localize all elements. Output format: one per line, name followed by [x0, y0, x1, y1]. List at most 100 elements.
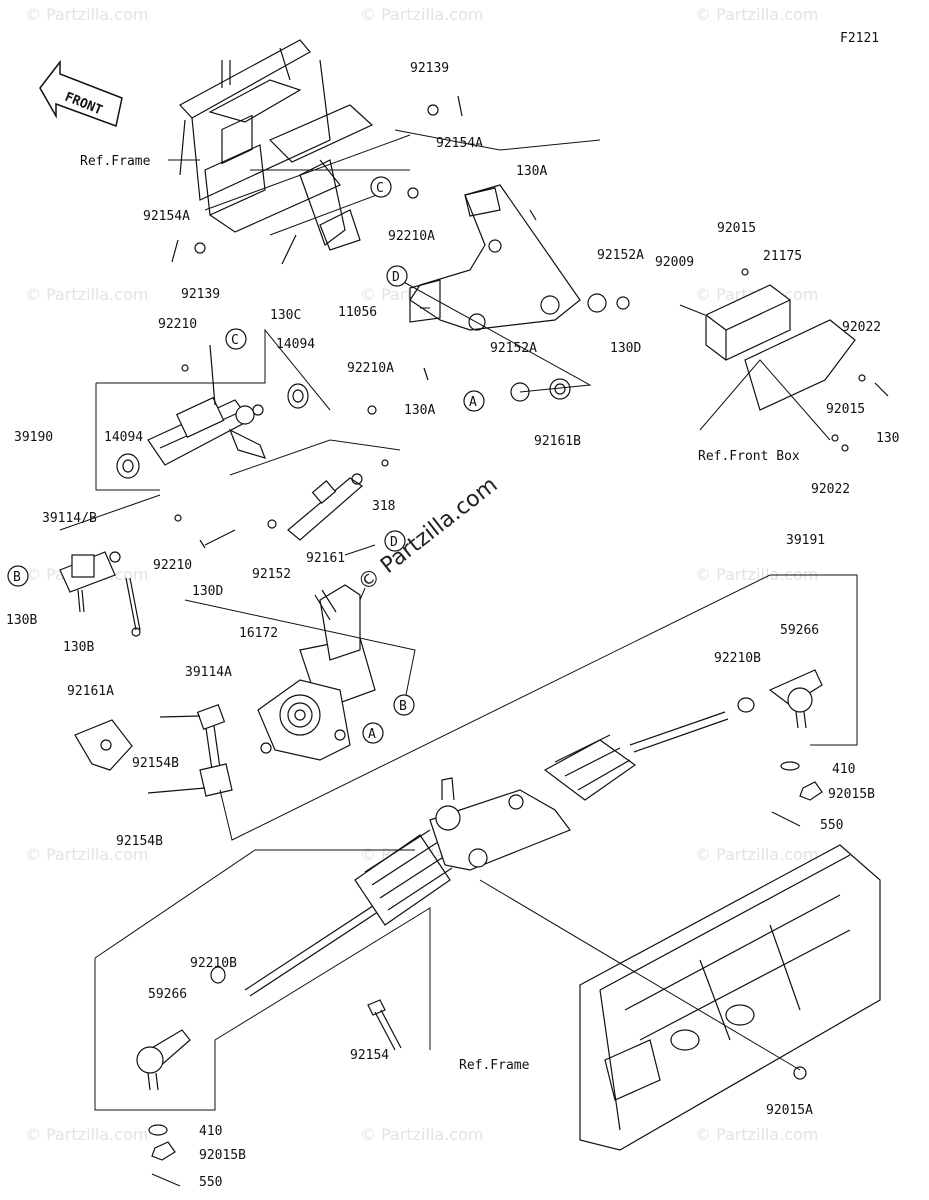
part-label: 92154B [116, 834, 163, 849]
part-label: 92152 [252, 567, 291, 582]
part-label: 92161 [306, 551, 345, 566]
part-label: 92015A [766, 1103, 813, 1118]
watermark: © Partzilla.com [695, 565, 818, 584]
hardware-drawing [171, 95, 630, 402]
svg-text:D: D [392, 270, 400, 285]
watermark: © Partzilla.com [695, 1125, 818, 1144]
watermark: © Partzilla.com [360, 5, 483, 24]
part-label: 410 [832, 762, 855, 777]
marker-d-top: D [386, 265, 408, 287]
marker-a-top: A [463, 390, 485, 412]
watermark: © Partzilla.com [25, 5, 148, 24]
leader-lines [59, 129, 858, 1111]
svg-text:A: A [469, 395, 477, 410]
ref-frame-label: Ref.Frame [459, 1058, 530, 1073]
watermark: © Partzilla.com [25, 845, 148, 864]
part-label: 16172 [239, 626, 278, 641]
part-label: 59266 [148, 987, 187, 1002]
svg-text:C: C [231, 333, 239, 348]
part-label: 92022 [811, 482, 850, 497]
svg-text:B: B [399, 699, 407, 714]
part-label: 92210B [714, 651, 761, 666]
part-label: 92015B [199, 1148, 246, 1163]
part-label: 92210B [190, 956, 237, 971]
part-label: 92161A [67, 684, 114, 699]
part-label: 130D [610, 341, 641, 356]
part-label: 92015B [828, 787, 875, 802]
svg-text:C: C [376, 181, 384, 196]
marker-b-left: B [7, 565, 29, 587]
part-label: 410 [199, 1124, 222, 1139]
tie-rod-end-right-drawing [737, 669, 823, 827]
part-label: 130A [404, 403, 435, 418]
brand-watermark: © Partzilla.com [353, 473, 502, 597]
part-label: 92210A [388, 229, 435, 244]
part-label: 92154A [143, 209, 190, 224]
part-label: 14094 [276, 337, 315, 352]
watermark: © Partzilla.com [25, 1125, 148, 1144]
steering-column-drawing [116, 344, 389, 549]
part-label: 92210 [153, 558, 192, 573]
marker-a-bottom: A [362, 722, 384, 744]
part-label: 39114A [185, 665, 232, 680]
part-label: 92022 [842, 320, 881, 335]
part-label: 11056 [338, 305, 377, 320]
part-label: 39114/B [42, 511, 97, 526]
part-label: 92009 [655, 255, 694, 270]
part-label: 92154A [436, 136, 483, 151]
part-label: 92154B [132, 756, 179, 771]
bracket-11056-drawing [409, 184, 581, 331]
lower-frame-drawing [579, 844, 881, 1151]
svg-text:B: B [13, 570, 21, 585]
universal-joint-39114b-drawing [59, 551, 141, 637]
part-label: 130 [876, 431, 899, 446]
part-label: 318 [372, 499, 395, 514]
watermark: © Partzilla.com [695, 845, 818, 864]
upper-frame-drawing [179, 39, 374, 251]
marker-c-mid: C [225, 328, 247, 350]
part-label: 21175 [763, 249, 802, 264]
watermark: © Partzilla.com [25, 285, 148, 304]
watermark-layer: © Partzilla.com © Partzilla.com © Partzi… [25, 5, 818, 1144]
part-label: 92210A [347, 361, 394, 376]
ref-frame-label: Ref.Frame [80, 154, 151, 169]
steering-rack-drawing [244, 711, 729, 997]
intermediate-shaft-39114a-drawing [74, 704, 233, 797]
part-label: 92154 [350, 1048, 389, 1063]
diagram-code: F2121 [840, 31, 879, 46]
part-labels: 92139 92154A Ref.Frame 130A 92154A 92210… [6, 61, 899, 1190]
part-label: 92152A [597, 248, 644, 263]
part-label: 92152A [490, 341, 537, 356]
tie-rod-end-left-drawing [136, 966, 402, 1187]
svg-text:A: A [368, 727, 376, 742]
svg-text:D: D [390, 535, 398, 550]
part-label: 130C [270, 308, 301, 323]
watermark: © Partzilla.com [695, 5, 818, 24]
front-arrow-icon: FRONT [39, 59, 123, 128]
part-label: 92015 [717, 221, 756, 236]
part-label: 550 [820, 818, 843, 833]
power-steering-unit-drawing [257, 584, 376, 761]
part-label: 92015 [826, 402, 865, 417]
part-label: 130B [6, 613, 37, 628]
part-label: 130A [516, 164, 547, 179]
part-label: 130D [192, 584, 223, 599]
part-label: 39191 [786, 533, 825, 548]
part-label: 59266 [780, 623, 819, 638]
front-box-drawing [679, 268, 889, 452]
part-label: 92210 [158, 317, 197, 332]
part-label: 92139 [181, 287, 220, 302]
part-label: 92161B [534, 434, 581, 449]
marker-b-right: B [393, 694, 415, 716]
marker-d-mid: D [384, 530, 406, 552]
part-label: 92139 [410, 61, 449, 76]
watermark: © Partzilla.com [360, 1125, 483, 1144]
part-label: 39190 [14, 430, 53, 445]
part-label: 130B [63, 640, 94, 655]
part-label: 14094 [104, 430, 143, 445]
ref-front-box-label: Ref.Front Box [698, 449, 800, 464]
marker-c-top: C [370, 176, 392, 198]
part-label: 550 [199, 1175, 222, 1190]
